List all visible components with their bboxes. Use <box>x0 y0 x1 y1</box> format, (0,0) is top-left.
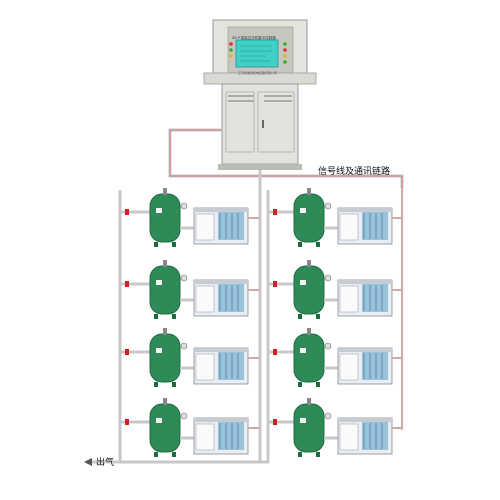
air-compressor <box>193 279 249 317</box>
valve-icon <box>125 349 129 355</box>
panel-title: ZK-P 智能空压机集中控制器 <box>232 36 276 40</box>
air-compressor <box>337 279 393 317</box>
gauge-icon <box>180 274 188 282</box>
signal-line-label: 信号线及通讯链路 <box>318 167 391 177</box>
vent-grille <box>228 95 292 102</box>
air-tank <box>149 260 188 319</box>
valve-icon <box>273 209 277 215</box>
gauge-icon <box>324 274 332 282</box>
unit-1-3 <box>120 328 260 387</box>
gauge-icon <box>324 202 332 210</box>
valve-icon <box>125 281 129 287</box>
air-tank <box>149 328 188 387</box>
gauge-icon <box>180 412 188 420</box>
cabinet-door-left <box>225 91 255 153</box>
valve-icon <box>273 281 277 287</box>
air-compressor <box>193 207 249 245</box>
air-tank <box>293 398 332 457</box>
air-tank <box>149 398 188 457</box>
unit-1-2 <box>120 260 260 319</box>
unit-1-1 <box>120 188 260 247</box>
indicator-lights <box>229 42 287 64</box>
door-handle <box>262 120 264 128</box>
air-compressor <box>193 347 249 385</box>
air-tank <box>293 188 332 247</box>
control-cabinet <box>203 19 317 170</box>
air-compressor <box>337 347 393 385</box>
air-compressor <box>337 207 393 245</box>
gauge-icon <box>180 342 188 350</box>
unit-columns <box>120 188 403 457</box>
unit-2-3 <box>268 328 402 387</box>
unit-2-4 <box>268 398 402 457</box>
gauge-icon <box>324 412 332 420</box>
outlet-arrow-icon <box>84 458 92 466</box>
signal-trunk <box>168 128 404 188</box>
unit-2-1 <box>268 188 402 247</box>
air-tank <box>293 260 332 319</box>
air-tank <box>149 188 188 247</box>
outlet-label: 出气 <box>96 458 115 468</box>
valve-icon <box>125 419 129 425</box>
gauge-icon <box>180 202 188 210</box>
valve-icon <box>125 209 129 215</box>
cabinet-base <box>218 164 302 170</box>
cabinet-door <box>257 91 295 153</box>
valve-icon <box>273 419 277 425</box>
air-compressor <box>337 417 393 455</box>
panel-company: 江苏捷维达机电设备有限公司 <box>238 71 278 75</box>
unit-1-4 <box>120 398 260 457</box>
unit-2-2 <box>268 260 402 319</box>
air-tank <box>293 328 332 387</box>
outlet-manifold <box>84 176 270 466</box>
gauge-icon <box>324 342 332 350</box>
air-compressor <box>193 417 249 455</box>
hmi-screen <box>235 39 279 68</box>
valve-icon <box>273 349 277 355</box>
